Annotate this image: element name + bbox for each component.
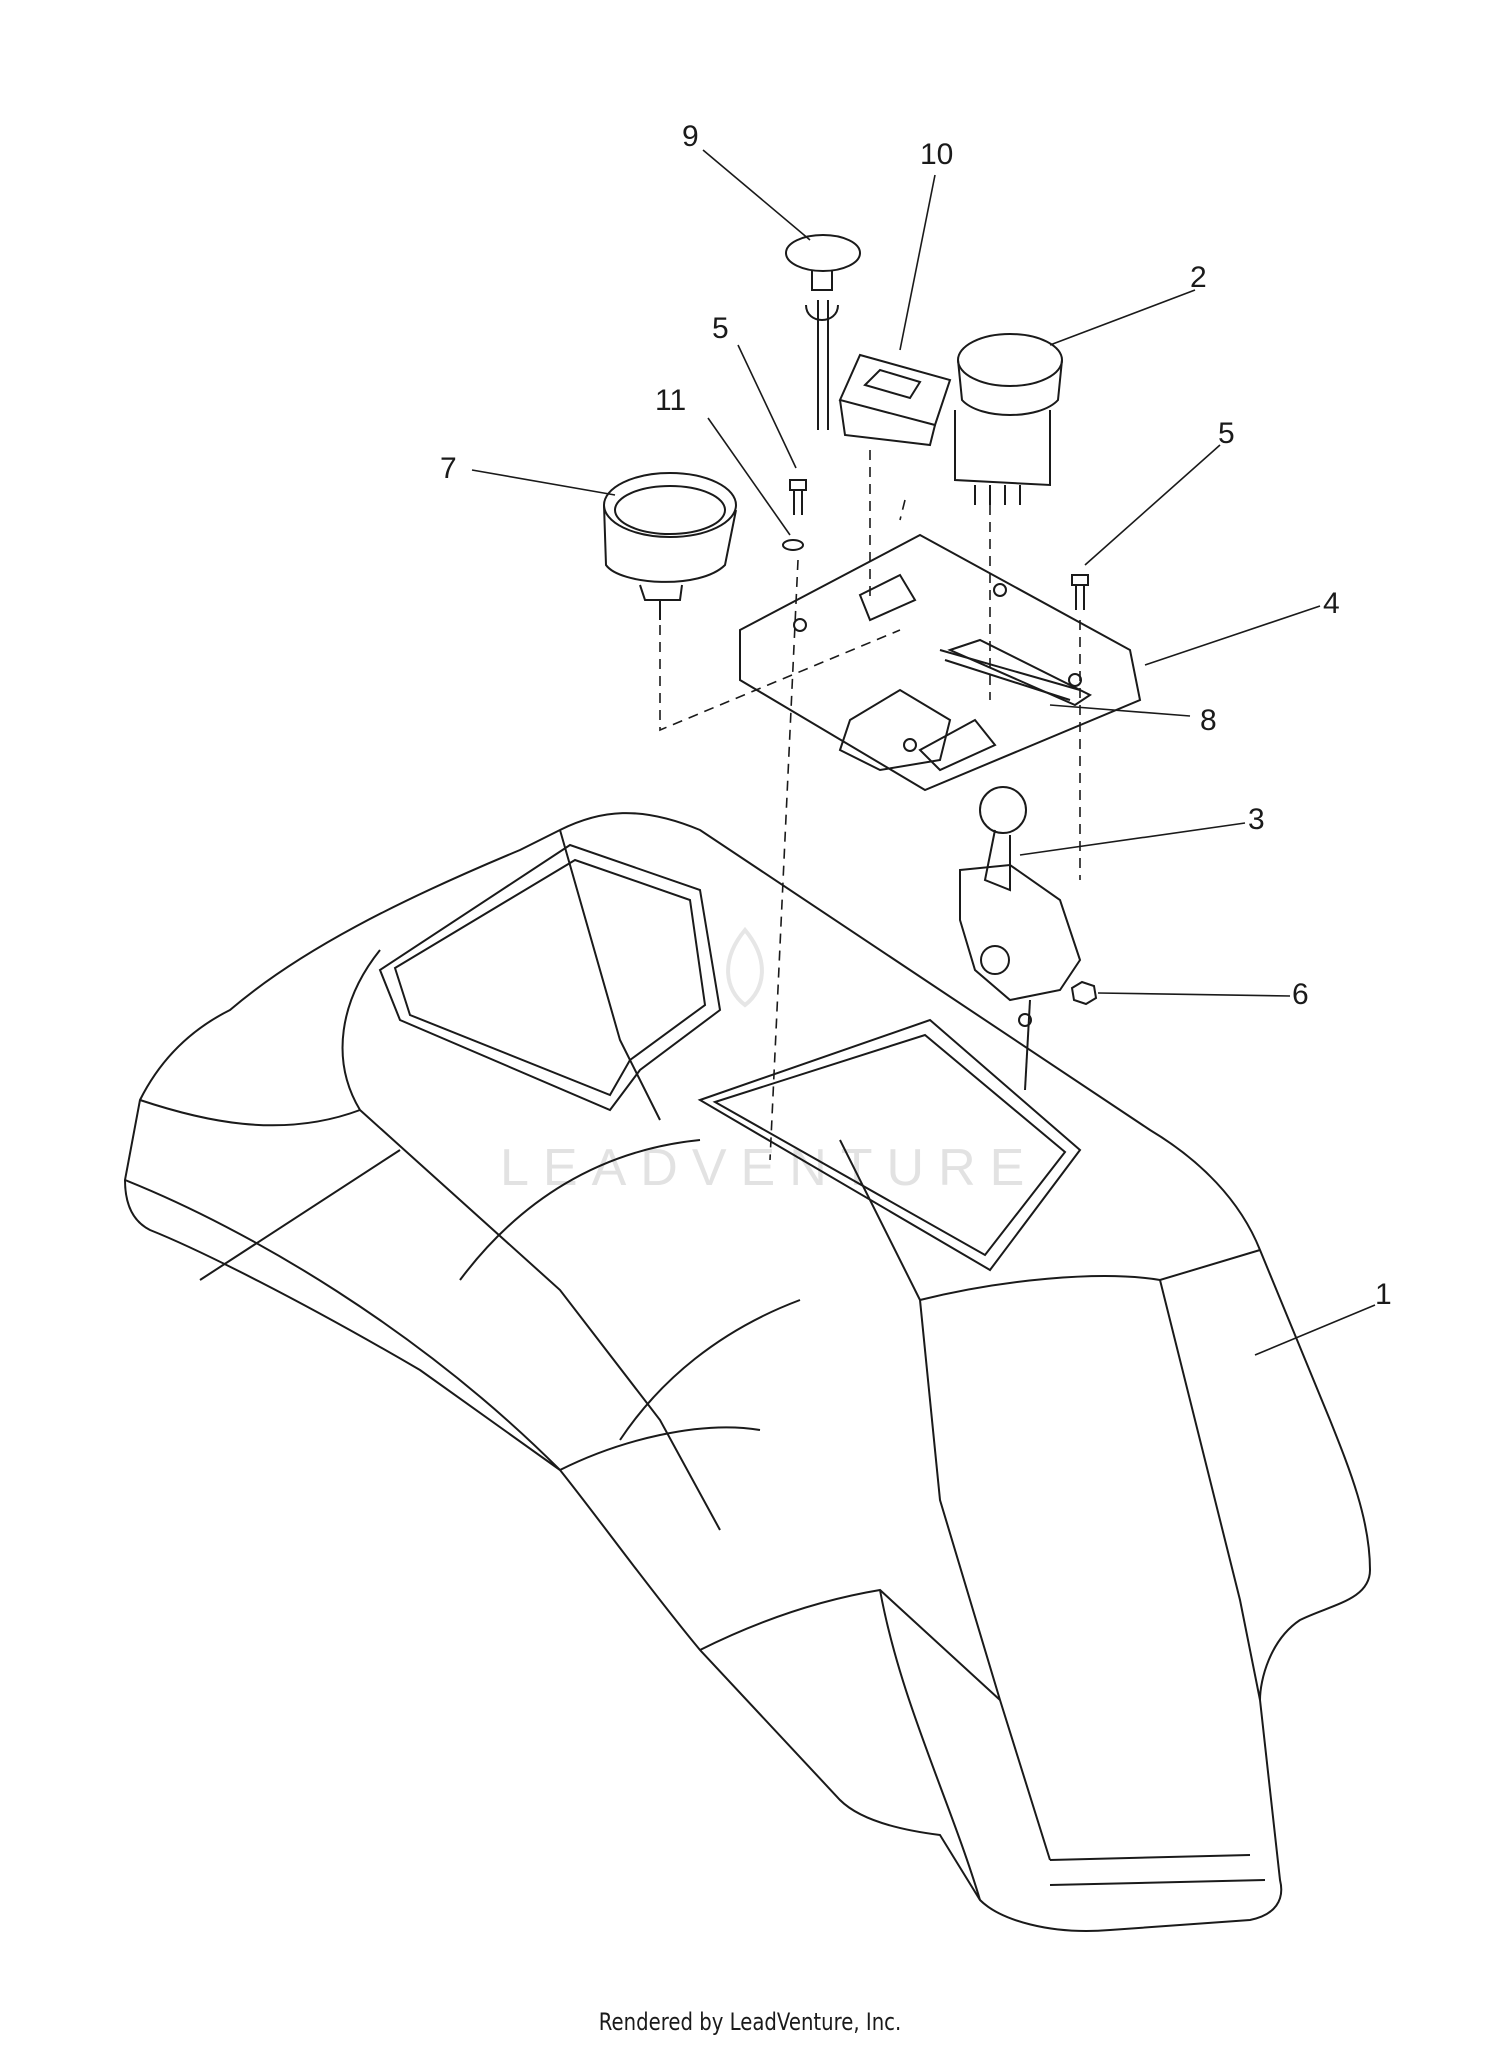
- watermark-text: LEADVENTURE: [500, 1139, 1038, 1197]
- callout-8: 8: [1200, 704, 1217, 737]
- assembly-guide-lines: [659, 450, 1081, 1161]
- part-5-bolt-left: [789, 479, 807, 515]
- callout-9: 9: [682, 120, 699, 153]
- part-2-pto-switch: [954, 333, 1063, 505]
- callout-4: 4: [1323, 587, 1340, 620]
- callout-leader-lines: [471, 149, 1376, 1356]
- callout-2: 2: [1190, 261, 1207, 294]
- part-1-fender-body: [123, 812, 1372, 1932]
- watermark-flame-icon: [726, 926, 764, 1008]
- part-5-bolt-right: [1071, 574, 1089, 610]
- leadventure-watermark: LEADVENTURE: [500, 926, 1038, 1197]
- part-7-ignition-switch: [603, 472, 737, 620]
- callout-6: 6: [1292, 978, 1309, 1011]
- callout-5-right: 5: [1218, 417, 1235, 450]
- callout-10: 10: [920, 138, 953, 171]
- part-9-choke-knob: [785, 234, 861, 430]
- part-3-throttle-lever: [959, 786, 1082, 1091]
- part-6-nut: [1070, 980, 1098, 1006]
- callout-1: 1: [1375, 1278, 1392, 1311]
- callout-11: 11: [655, 384, 686, 417]
- callout-labels: 1 2 3 4 5 5 6 7 8 9 10 11: [440, 120, 1392, 1311]
- callout-5-left: 5: [712, 312, 729, 345]
- part-8-slot-bracket: [947, 638, 1092, 707]
- callout-3: 3: [1248, 803, 1265, 836]
- callout-7: 7: [440, 452, 457, 485]
- part-11-washer: [782, 539, 804, 551]
- rendered-by-footer: Rendered by LeadVenture, Inc.: [598, 2008, 902, 2036]
- part-10-rocker-switch: [838, 353, 952, 447]
- console-top-openings: [378, 843, 1082, 1272]
